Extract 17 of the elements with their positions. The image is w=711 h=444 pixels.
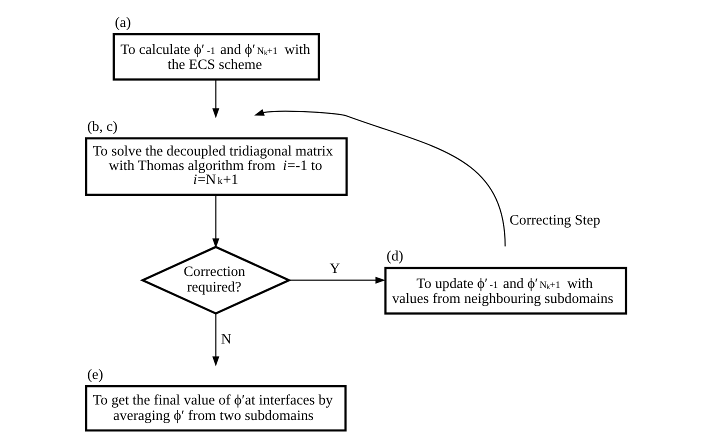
node-label: (d) [386,248,404,265]
arrow [212,80,220,118]
edge-label: N [220,331,232,348]
node-box: To update ϕ′-1 and ϕ′Nₖ+1 with values from neighbouring subdomains [384,266,628,315]
edge-label: Y [330,260,340,277]
node-diamond: Correction required? [140,246,292,315]
node-label: (e) [87,366,104,383]
arrow [289,276,386,284]
node-box: To solve the decoupled tridiagonal matrix with Thomas algorithm from i=-1 to i=Nk+1 [85,137,348,196]
node-box: To get the final value of ϕ′at interfaces by averaging ϕ′ from two subdomains [85,384,347,432]
node-label: (b, c) [87,118,118,135]
node-box: To calculate ϕ′-1 and ϕ′Nₖ+1 with the ECS scheme [112,32,320,81]
arrow [212,314,220,366]
node-label: (a) [114,14,131,31]
arrow [212,195,220,248]
arrow [254,109,506,246]
edge-label: Correcting Step [510,212,600,229]
